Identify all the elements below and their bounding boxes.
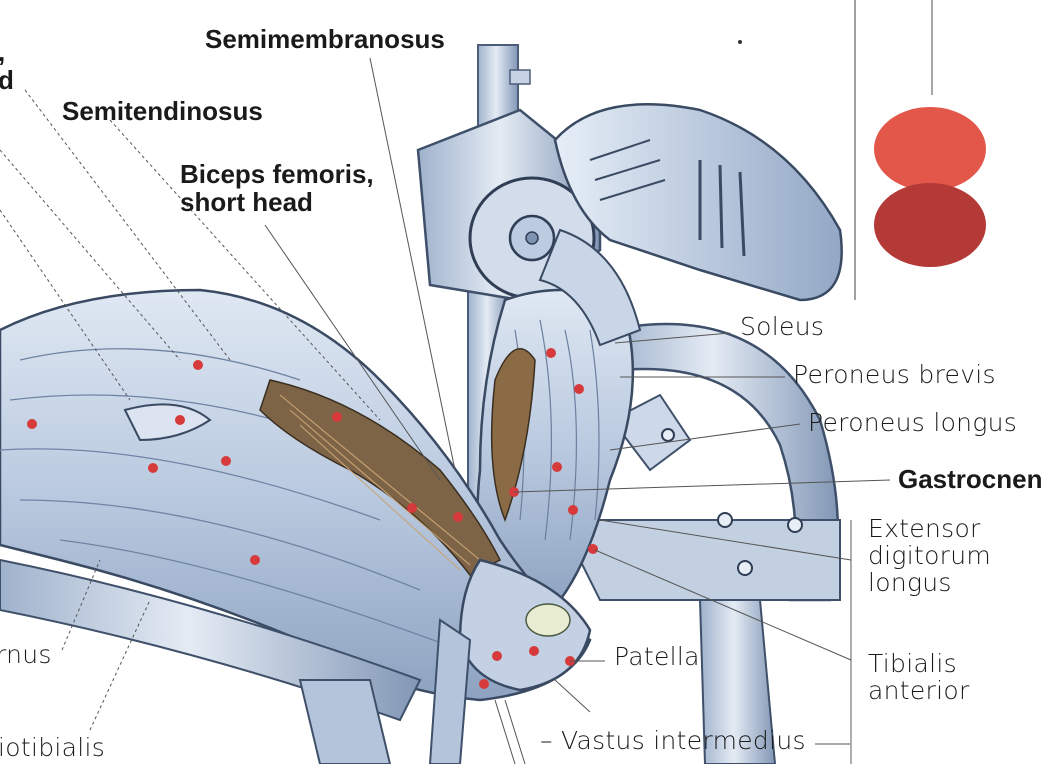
bench-support-2 bbox=[428, 618, 472, 764]
bolt bbox=[717, 512, 733, 528]
machine-right-leg bbox=[698, 599, 777, 764]
label-vastus-intermedius: – Vastus intermedius bbox=[540, 726, 806, 755]
machine-lower-frame bbox=[558, 519, 841, 601]
machine-knob bbox=[509, 69, 531, 85]
legend-swatch-secondary bbox=[874, 183, 986, 267]
label-peroneus-brevis: Peroneus brevis bbox=[793, 360, 996, 389]
exposed-muscle bbox=[490, 348, 536, 523]
label-extensor-digitorum-longus: Extensor digitorum longus bbox=[868, 514, 992, 597]
marker-dot bbox=[332, 412, 342, 422]
marker-dot bbox=[588, 544, 598, 554]
partial-label-rnus: rnus bbox=[0, 640, 52, 669]
leader-extensor bbox=[599, 519, 852, 561]
label-peroneus-longus: Peroneus longus bbox=[808, 408, 1018, 437]
label-soleus: Soleus bbox=[740, 312, 825, 341]
biceps-fibres bbox=[279, 394, 481, 571]
partial-label-top-left: , d bbox=[0, 38, 14, 96]
label-tibialis-anterior: Tibialis anterior bbox=[868, 649, 970, 705]
thigh-fibres bbox=[0, 348, 461, 651]
label-semimembranosus: Semimembranosus bbox=[205, 24, 445, 54]
label-semitendinosus: Semitendinosus bbox=[62, 96, 263, 126]
bolt bbox=[787, 517, 803, 533]
marker-dot bbox=[479, 679, 489, 689]
marker-dot bbox=[193, 360, 203, 370]
leader-partial-2 bbox=[0, 149, 181, 361]
shoe-laces bbox=[589, 139, 666, 201]
leader-gastrocnemius bbox=[513, 479, 891, 493]
muscle-markers bbox=[27, 348, 598, 689]
tendon-band bbox=[123, 403, 212, 442]
ankle-wrap bbox=[538, 228, 642, 347]
marker-dot bbox=[250, 555, 260, 565]
marker-dot bbox=[529, 646, 539, 656]
label-patella: Patella bbox=[614, 642, 700, 671]
patella-bone bbox=[525, 603, 571, 637]
bolt bbox=[661, 428, 675, 442]
roller-axle bbox=[525, 231, 539, 245]
leader-soleus bbox=[614, 332, 731, 344]
marker-dot bbox=[574, 384, 584, 394]
marker-dot bbox=[27, 419, 37, 429]
leader-vastus-down-1 bbox=[494, 699, 516, 764]
marker-dot bbox=[568, 505, 578, 515]
machine-bracket bbox=[610, 393, 692, 472]
marker-dot bbox=[453, 512, 463, 522]
leader-semitendinosus bbox=[109, 119, 381, 421]
shoe bbox=[553, 103, 843, 302]
leader-rnus bbox=[61, 559, 101, 651]
leader-partial-1 bbox=[24, 89, 231, 361]
label-biceps-femoris-short-head: Biceps femoris, short head bbox=[180, 159, 374, 218]
marker-dot bbox=[148, 463, 158, 473]
leader-biceps-short bbox=[264, 224, 441, 481]
leader-vastus-int bbox=[554, 679, 591, 713]
leader-partial-3 bbox=[0, 209, 131, 401]
bolt bbox=[737, 560, 753, 576]
marker-dot bbox=[221, 456, 231, 466]
marker-dot bbox=[546, 348, 556, 358]
marker-dot bbox=[552, 462, 562, 472]
partial-label-iotibialis: iotibialis bbox=[0, 733, 106, 762]
leader-tibialis bbox=[594, 549, 852, 661]
leader-semimembranosus bbox=[369, 57, 456, 471]
legend-swatch-primary bbox=[874, 107, 986, 191]
shoe-stripes bbox=[698, 160, 746, 257]
leader-lines bbox=[0, 57, 891, 764]
label-gastrocnemius: Gastrocnen bbox=[898, 464, 1043, 494]
marker-dot bbox=[407, 503, 417, 513]
marker-dot bbox=[175, 415, 185, 425]
marker-dot bbox=[492, 651, 502, 661]
small-dot bbox=[738, 40, 742, 44]
bench-support bbox=[298, 679, 392, 764]
leader-peroneus-longus bbox=[609, 423, 801, 451]
leader-vastus-down-2 bbox=[504, 699, 526, 764]
